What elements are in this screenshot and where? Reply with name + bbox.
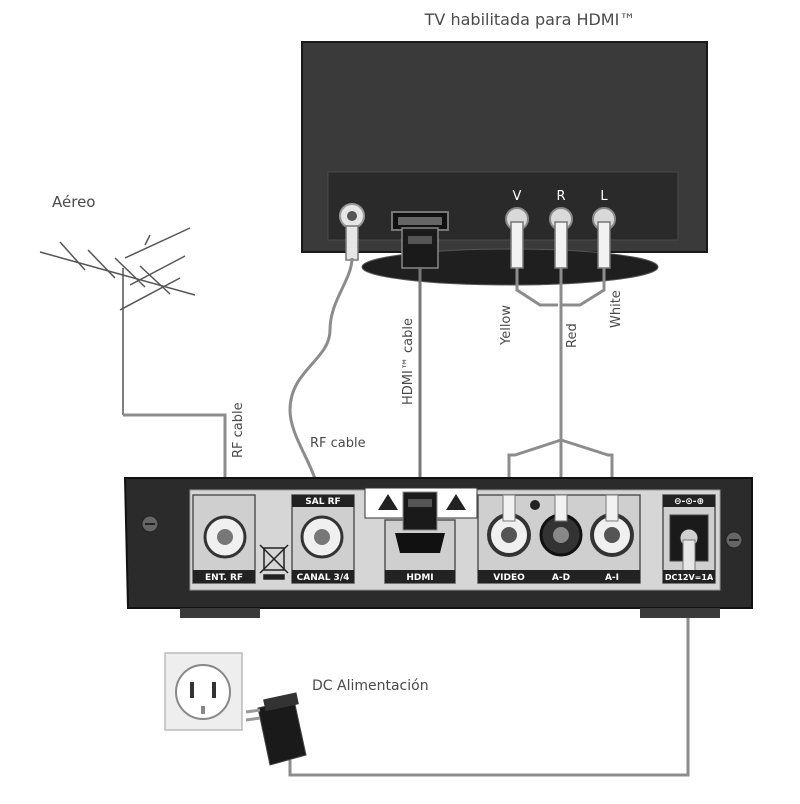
dc-polarity-icon: ⊖-⊙-⊕ bbox=[674, 497, 704, 507]
tv: V R L bbox=[301, 41, 708, 286]
tv-port-label-l: L bbox=[600, 189, 608, 204]
rf-cable-2-label: RF cable bbox=[310, 436, 366, 451]
recycle-bin-icon bbox=[259, 544, 289, 580]
av-cable-split-right bbox=[560, 438, 614, 498]
audio-r-port-label: A-D bbox=[552, 573, 570, 583]
ent-rf-label: ENT. RF bbox=[205, 573, 243, 583]
sal-rf-port: SAL RF CANAL 3/4 bbox=[291, 494, 355, 584]
antenna-rf-cable bbox=[123, 413, 227, 505]
screw-right-icon bbox=[725, 531, 743, 549]
canal-label: CANAL 3/4 bbox=[297, 573, 350, 583]
hdmi-cable-label: HDMI™ cable bbox=[401, 318, 416, 405]
rf-cable-to-tv bbox=[288, 257, 354, 506]
dc-port-label: DC12V=1A bbox=[665, 573, 714, 582]
yellow-cable-label: Yellow bbox=[499, 305, 514, 346]
screw-left-icon bbox=[141, 515, 159, 533]
tv-hdmi-plug bbox=[401, 227, 439, 269]
tv-port-label-v: V bbox=[513, 189, 522, 204]
stb-av-panel: VIDEO A-D A-I bbox=[477, 494, 641, 584]
set-top-box: ENT. RF SAL RF CANAL 3/4 bbox=[123, 477, 753, 618]
antenna-icon bbox=[39, 227, 196, 415]
antenna-label: Aéreo bbox=[52, 193, 95, 211]
video-port-label: VIDEO bbox=[493, 573, 525, 583]
sal-rf-label: SAL RF bbox=[305, 497, 340, 507]
red-cable-label: Red bbox=[565, 323, 580, 348]
tv-title: TV habilitada para HDMI™ bbox=[424, 10, 636, 29]
tv-rf-plug bbox=[345, 225, 359, 261]
power-label: DC Alimentación bbox=[312, 678, 429, 694]
power-adapter-icon bbox=[245, 692, 307, 766]
cables bbox=[123, 257, 690, 777]
stb-hdmi-plug bbox=[402, 491, 438, 531]
white-cable-label: White bbox=[609, 290, 624, 328]
tv-port-panel bbox=[327, 171, 679, 241]
tv-rf-port bbox=[339, 203, 365, 229]
dc-power-port: ⊖-⊙-⊕ DC12V=1A bbox=[662, 494, 716, 584]
tv-port-label-r: R bbox=[556, 189, 565, 204]
rf-cable-1-label: RF cable bbox=[231, 402, 246, 458]
power-cable bbox=[288, 560, 690, 777]
audio-l-port-label: A-I bbox=[605, 573, 619, 583]
stb-foot-right bbox=[640, 608, 720, 618]
tv-rca-plugs bbox=[510, 221, 611, 269]
stb-foot-left bbox=[180, 608, 260, 618]
hdmi-port-label: HDMI bbox=[406, 573, 433, 583]
av-cable-yellow bbox=[515, 268, 558, 307]
wall-outlet-icon bbox=[164, 652, 243, 731]
av-cable-split-left bbox=[507, 438, 562, 498]
ent-rf-port: ENT. RF bbox=[192, 494, 256, 584]
av-cable-white bbox=[562, 268, 606, 307]
